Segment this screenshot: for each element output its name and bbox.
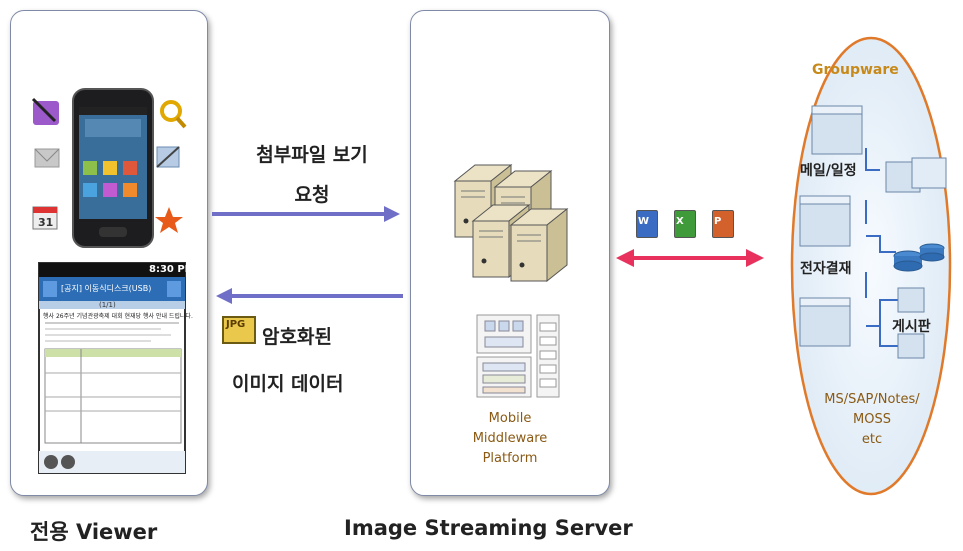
response-label-line2: 이미지 데이터	[232, 373, 344, 395]
server-cluster-icon	[453, 163, 569, 398]
edit-icon	[31, 97, 59, 125]
middleware-line-3: Platform	[482, 451, 538, 466]
calendar-icon: 31	[32, 206, 58, 230]
middleware-architecture-thumbnail	[476, 314, 560, 398]
groupware-footer-1: MS/SAP/Notes/	[824, 392, 920, 407]
status-time: 8:30 PM	[149, 264, 195, 275]
screen-first-line: 행사 26주년 기념관광축제 대회 현재당 행사 안내 드립니다.	[43, 313, 193, 320]
board-server-icon	[799, 297, 851, 347]
groupware-footer-3: etc	[861, 432, 883, 447]
jpg-file-icon: JPG	[222, 316, 256, 344]
response-label-line1: 암호화된	[262, 326, 332, 348]
groupware-item-mail: 메일/일정	[800, 163, 857, 179]
database-icon	[893, 243, 945, 272]
groupware-title: Groupware	[812, 62, 899, 78]
groupware-item-board: 게시판	[892, 319, 931, 335]
server-icon	[509, 207, 569, 283]
middleware-line-1: Mobile	[488, 411, 532, 426]
request-label-line1: 첨부파일 보기	[256, 144, 368, 166]
approval-server-icon	[799, 195, 851, 247]
groupware-item-approval: 전자결재	[800, 261, 852, 277]
server-panel: Mobile Middleware Platform	[410, 10, 610, 496]
mail-server-icon	[811, 105, 863, 155]
svg-text:31: 31	[38, 216, 53, 229]
server-icon	[885, 157, 947, 193]
viewer-caption: 전용 Viewer	[30, 520, 158, 544]
request-label-line2: 요청	[294, 184, 330, 206]
magnifier-icon	[160, 100, 187, 129]
screen-page-indicator: (1/1)	[99, 301, 116, 309]
word-icon: W	[636, 210, 658, 238]
powerpoint-icon: P	[712, 210, 734, 238]
viewer-illustration: 31	[31, 88, 187, 474]
note-icon	[156, 146, 180, 168]
screen-nav-title: [공지] 이동식디스크(USB)	[61, 284, 152, 293]
middleware-line-2: Middleware	[472, 431, 548, 446]
star-icon	[155, 207, 183, 233]
document-screen	[38, 262, 186, 474]
mail-icon	[34, 148, 60, 168]
groupware-footer-2: MOSS	[853, 412, 891, 427]
excel-icon: X	[674, 210, 696, 238]
phone-device	[72, 88, 154, 248]
viewer-panel: 31	[10, 10, 208, 496]
server-caption: Image Streaming Server	[344, 516, 633, 540]
